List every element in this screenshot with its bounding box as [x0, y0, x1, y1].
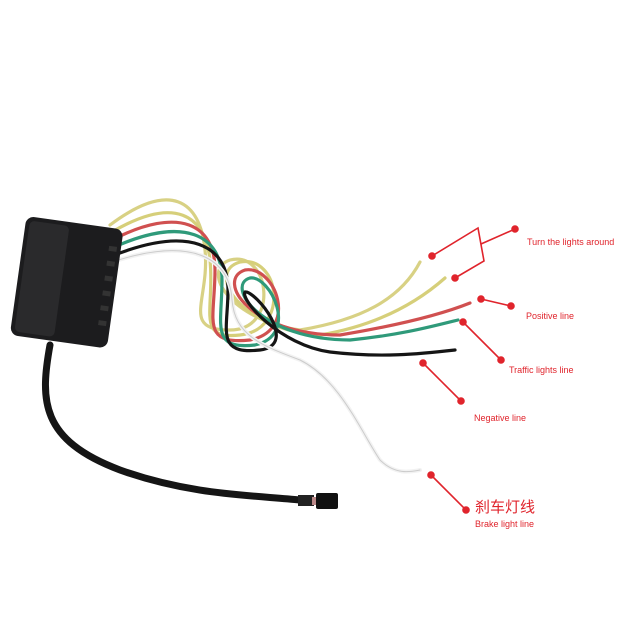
controller-box	[10, 217, 123, 348]
black-cable	[42, 341, 304, 504]
annotation-leaders	[419, 225, 519, 514]
connector	[298, 493, 338, 509]
label-positive-line: Positive line	[526, 311, 575, 321]
label-brake-light-line: Brake light line	[475, 519, 535, 529]
label-traffic-lights-line: Traffic lights line	[509, 365, 574, 375]
label-turn-lights: Turn the lights around	[527, 237, 615, 247]
label-negative-line: Negative line	[474, 413, 527, 423]
wire-bundle	[108, 198, 472, 474]
label-brake-line-chinese: 刹车灯线	[475, 498, 536, 516]
